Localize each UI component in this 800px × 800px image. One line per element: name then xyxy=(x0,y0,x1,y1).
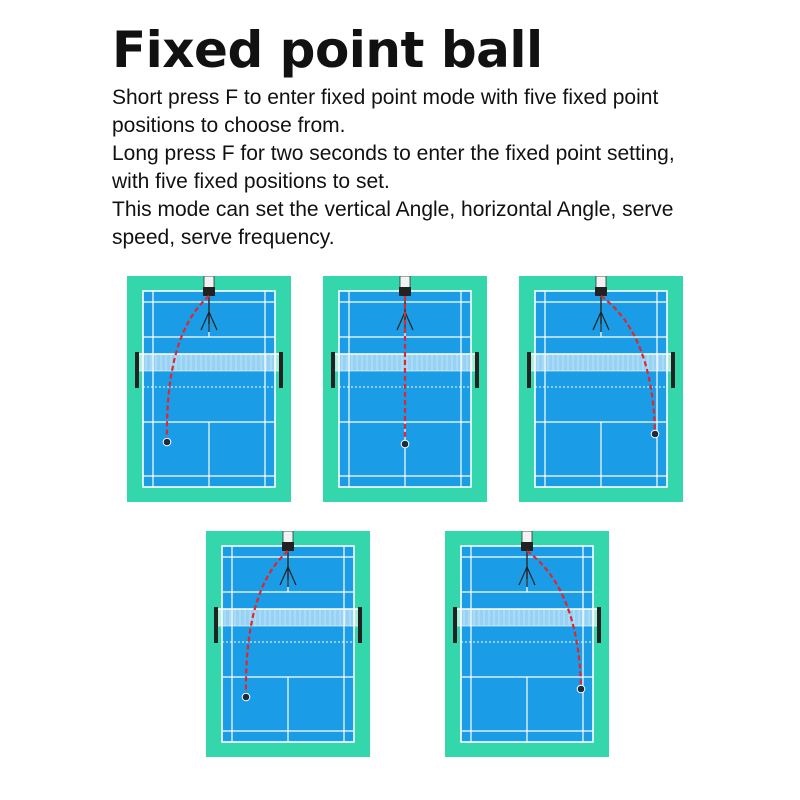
landing-point xyxy=(400,439,410,449)
page-title: Fixed point ball xyxy=(112,21,543,79)
landing-point xyxy=(650,429,660,439)
tripod-leg-right xyxy=(287,566,297,586)
machine-body xyxy=(521,542,533,551)
court-diagram-right-1 xyxy=(519,276,683,502)
machine-body xyxy=(282,542,294,551)
net-post-right xyxy=(279,352,283,388)
tripod-leg-left xyxy=(518,566,528,586)
landing-point xyxy=(241,692,251,702)
tripod-leg-right xyxy=(208,311,218,331)
court-svg xyxy=(519,276,683,502)
tripod-leg-left xyxy=(396,311,406,331)
description-paragraph-2: Long press F for two seconds to enter th… xyxy=(112,142,675,193)
machine-head xyxy=(203,276,215,289)
tripod-leg-right xyxy=(526,566,536,586)
description: Short press F to enter fixed point mode … xyxy=(112,84,712,252)
court-diagram-left-2 xyxy=(206,531,370,757)
tripod-leg-left xyxy=(279,566,289,586)
net-post-right xyxy=(358,607,362,643)
machine-head xyxy=(521,531,533,544)
court-diagram-right-2 xyxy=(445,531,609,757)
net-post-right xyxy=(671,352,675,388)
tripod-leg-left xyxy=(592,311,602,331)
description-paragraph-1: Short press F to enter fixed point mode … xyxy=(112,86,659,137)
machine-head xyxy=(399,276,411,289)
court-diagram-center xyxy=(323,276,487,502)
net-post-left xyxy=(331,352,335,388)
landing-point xyxy=(162,437,172,447)
net-post-left xyxy=(527,352,531,388)
tripod-leg-right xyxy=(404,311,414,331)
court-diagram-left-1 xyxy=(127,276,291,502)
net-mesh xyxy=(137,354,281,371)
machine-body xyxy=(203,287,215,296)
trajectory-arc xyxy=(526,550,583,690)
net-mesh xyxy=(455,609,599,626)
net-post-left xyxy=(214,607,218,643)
tripod-leg-left xyxy=(200,311,210,331)
trajectory-arc xyxy=(165,295,210,443)
description-paragraph-3: This mode can set the vertical Angle, ho… xyxy=(112,198,674,249)
court-svg xyxy=(127,276,291,502)
court-svg xyxy=(323,276,487,502)
machine-head xyxy=(595,276,607,289)
net-post-right xyxy=(597,607,601,643)
court-svg xyxy=(206,531,370,757)
machine-head xyxy=(282,531,294,544)
net-post-left xyxy=(453,607,457,643)
net-mesh xyxy=(216,609,360,626)
net-mesh xyxy=(529,354,673,371)
landing-point xyxy=(576,684,586,694)
tripod-leg-right xyxy=(600,311,610,331)
machine-body xyxy=(399,287,411,296)
net-post-right xyxy=(475,352,479,388)
trajectory-arc xyxy=(244,550,289,698)
net-post-left xyxy=(135,352,139,388)
court-svg xyxy=(445,531,609,757)
machine-body xyxy=(595,287,607,296)
trajectory-arc xyxy=(600,295,657,435)
